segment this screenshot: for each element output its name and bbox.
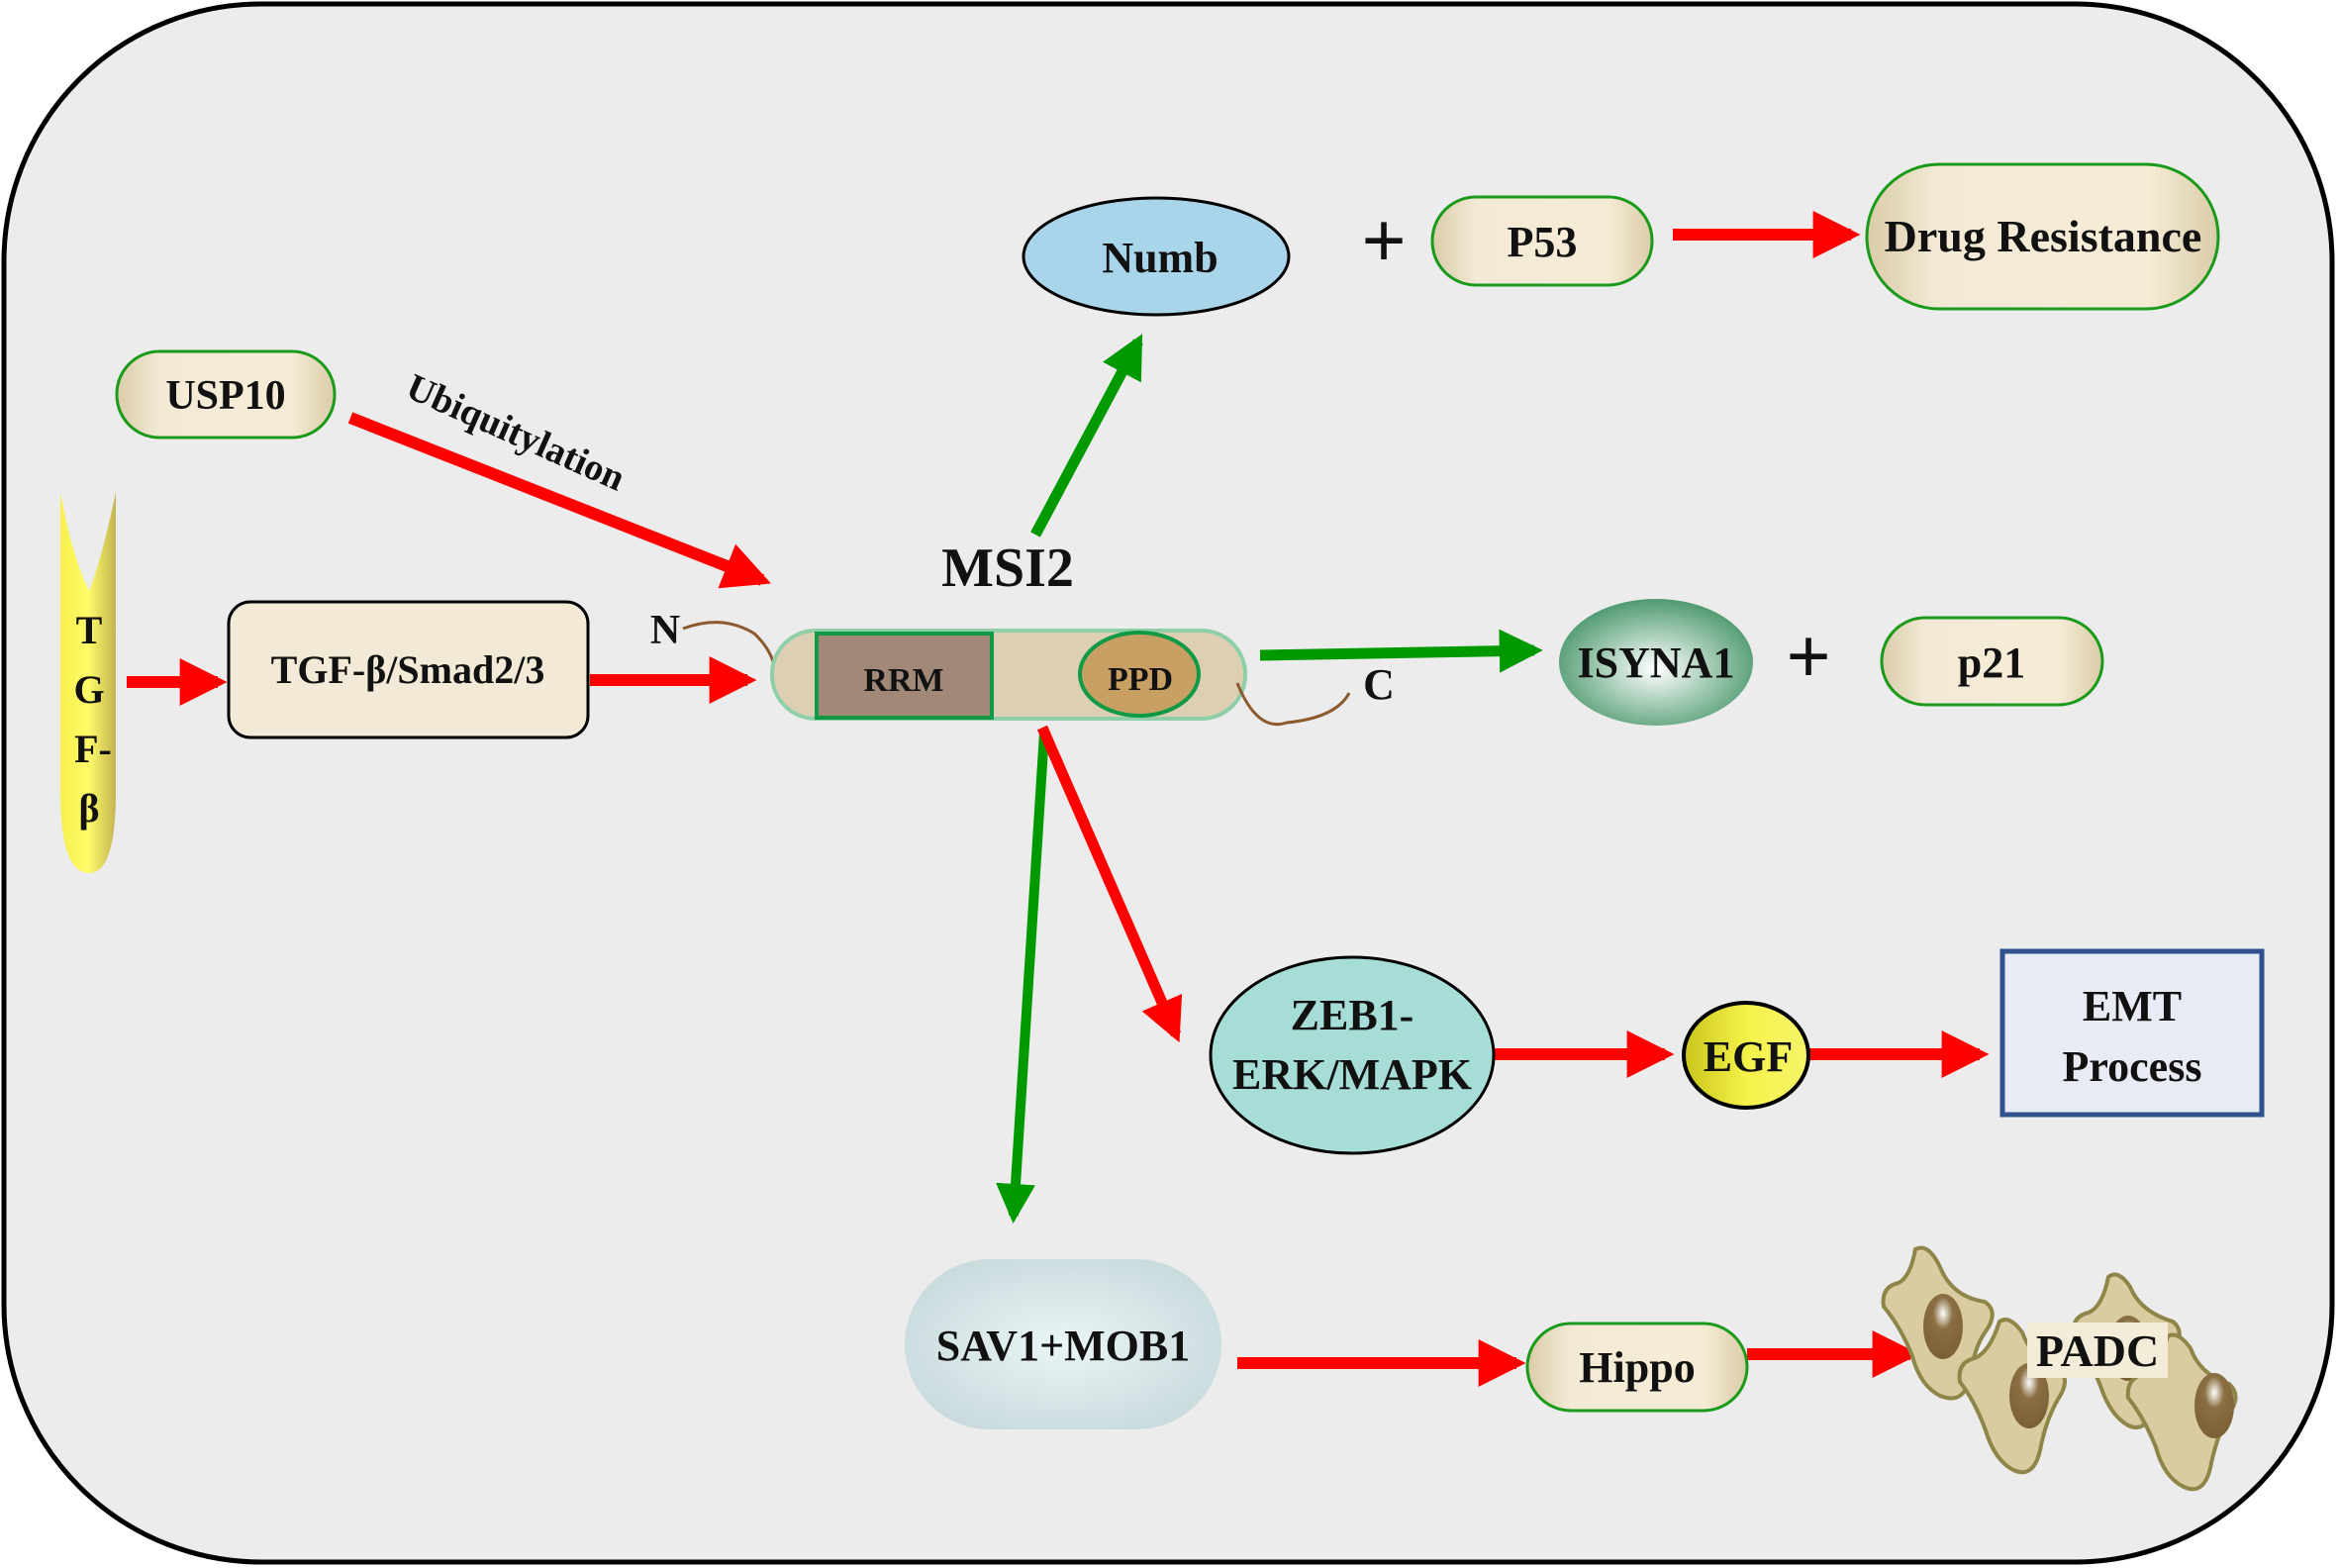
tgfb-letter-beta: β [78, 786, 99, 831]
padc-label: PADC [2036, 1325, 2159, 1376]
sav1-mob1-label: SAV1+MOB1 [936, 1322, 1191, 1370]
zeb1-label-line2: ERK/MAPK [1232, 1050, 1472, 1099]
tgfb-letter-t: T [76, 608, 103, 652]
p53-label: P53 [1508, 218, 1578, 266]
ppd-domain [1078, 631, 1201, 718]
c-terminus-tail [1235, 682, 1351, 726]
emt-label-line1: EMT [2083, 982, 2182, 1030]
tgfb-smad-label: TGF-β/Smad2/3 [271, 647, 545, 692]
rrm-domain [815, 632, 994, 720]
numb-node: Numb [1022, 196, 1291, 317]
drug-resistance-label: Drug Resistance [1885, 211, 2202, 261]
msi2-node: MSI2 N RRM PPD C [650, 538, 1395, 726]
padc-cells: PADC [1881, 1245, 2238, 1492]
zeb1-label-line1: ZEB1- [1291, 991, 1414, 1039]
p21-label: p21 [1958, 638, 2025, 687]
isyna1-node: ISYNA1 [1559, 599, 1753, 726]
plus-sign-isyna1-p21: + [1786, 614, 1831, 701]
tgfb-smad-node: TGF-β/Smad2/3 [227, 600, 590, 739]
arrows [127, 211, 1990, 1387]
arrow-msi2-to-sav1 [996, 732, 1049, 1224]
tgfb-letter-g: G [73, 667, 104, 712]
arrow-msi2-to-numb [1030, 334, 1143, 538]
arrow-msi2-to-zeb1 [1036, 725, 1183, 1043]
usp10-label: USP10 [165, 373, 285, 419]
plus-sign-numb-p53: + [1361, 198, 1407, 285]
arrow-msi2-to-isyna1 [1259, 629, 1543, 673]
tgfb-receptor: T G F- β [60, 492, 116, 873]
hippo-node: Hippo [1525, 1322, 1749, 1413]
usp10-node: USP10 [115, 349, 337, 440]
drug-resistance-node: Drug Resistance [1865, 162, 2220, 311]
zeb1-erk-mapk-node: ZEB1- ERK/MAPK [1209, 955, 1496, 1155]
padc-label-bg [2027, 1323, 2168, 1378]
isyna1-label: ISYNA1 [1578, 638, 1735, 687]
emt-label-line2: Process [2063, 1042, 2202, 1091]
p21-node: p21 [1880, 616, 2104, 707]
n-terminus-label: N [650, 608, 680, 653]
numb-label: Numb [1102, 234, 1218, 282]
tgfb-letter-f: F- [74, 727, 112, 771]
rrm-label: RRM [863, 662, 943, 699]
c-terminus-label: C [1363, 660, 1395, 709]
p53-node: P53 [1430, 195, 1654, 287]
sav1-mob1-node: SAV1+MOB1 [905, 1259, 1221, 1429]
arrow-usp10-to-msi2 [347, 412, 771, 589]
n-terminus-tail [682, 621, 776, 666]
hippo-label: Hippo [1579, 1343, 1695, 1392]
egf-label: EGF [1704, 1032, 1793, 1081]
egf-node: EGF [1682, 1001, 1810, 1110]
ppd-label: PPD [1108, 661, 1173, 698]
msi2-title: MSI2 [941, 538, 1074, 599]
emt-process-node: EMT Process [1999, 948, 2265, 1118]
